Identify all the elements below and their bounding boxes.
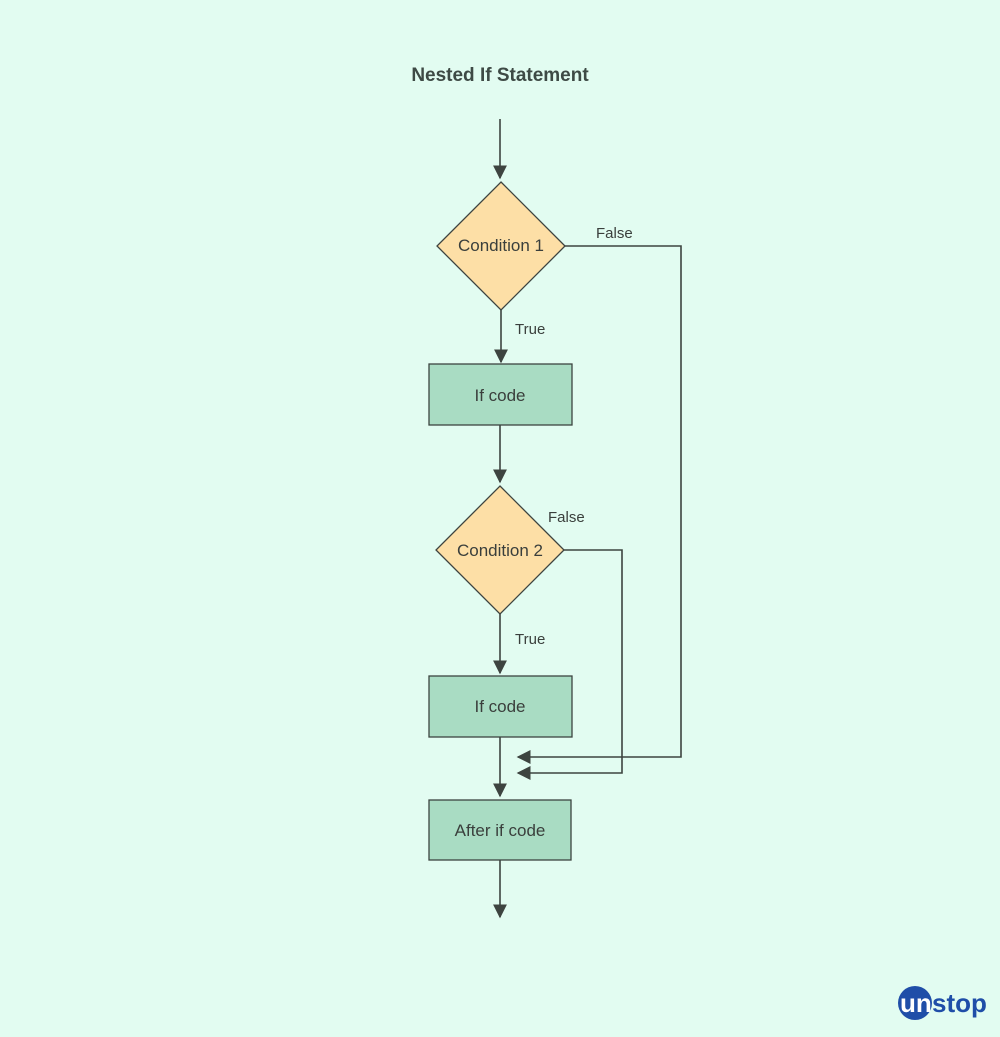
brand-logo: un stop <box>898 986 987 1020</box>
process-if-code-1-label: If code <box>474 386 525 405</box>
process-if-code-1: If code <box>428 363 573 426</box>
diagram-title: Nested If Statement <box>411 65 589 86</box>
edge-c2-false <box>516 549 623 780</box>
edge-c2-false-label: False <box>548 509 585 526</box>
brand-logo-badge <box>898 986 932 1020</box>
edge-c1-false <box>516 245 682 764</box>
edge-c1-false-label: False <box>596 225 633 242</box>
process-after-if-code-label: After if code <box>455 821 546 840</box>
decision-condition-2-label: Condition 2 <box>457 541 543 560</box>
decision-condition-1: Condition 1 <box>436 181 566 311</box>
process-if-code-2-label: If code <box>474 697 525 716</box>
brand-logo-stop: stop <box>932 988 987 1018</box>
brand-logo-un: un <box>900 988 932 1018</box>
decision-condition-2: Condition 2 <box>435 485 565 615</box>
edge-c1-true-label: True <box>515 321 545 338</box>
process-after-if-code: After if code <box>428 799 572 861</box>
decision-condition-1-label: Condition 1 <box>458 236 544 255</box>
edge-c2-true-label: True <box>515 631 545 648</box>
process-if-code-2: If code <box>428 675 573 738</box>
